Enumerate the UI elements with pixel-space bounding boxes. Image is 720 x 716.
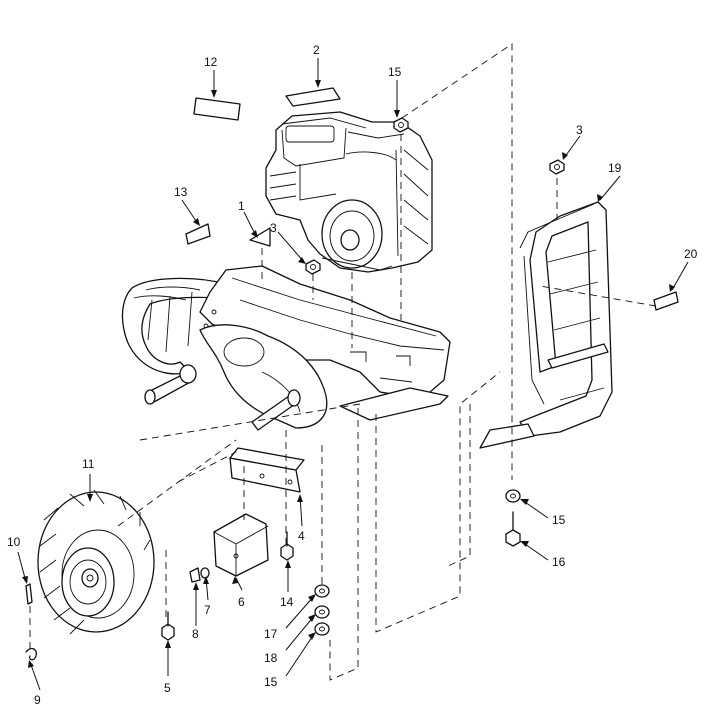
decal-2 [285, 87, 341, 107]
nut-3-right [549, 159, 565, 175]
bracket-4 [229, 447, 305, 493]
washer-18 [314, 605, 330, 619]
callout-15c: 15 [264, 675, 278, 689]
callout-5: 5 [164, 681, 171, 695]
leader-arrowheads [22, 80, 675, 668]
callout-10: 10 [7, 535, 21, 549]
callout-9: 9 [34, 693, 41, 707]
callout-16: 16 [552, 555, 566, 569]
callout-6: 6 [238, 595, 245, 609]
callout-12: 12 [204, 55, 218, 69]
callout-11: 11 [82, 457, 95, 471]
callout-13: 13 [174, 185, 188, 199]
nut-3-left [305, 259, 321, 275]
clip-9 [25, 647, 37, 661]
nut-15-stack [314, 622, 330, 636]
callout-17: 17 [264, 627, 278, 641]
weight-6 [213, 513, 269, 577]
callout-3b: 3 [576, 123, 583, 137]
nut-15-right [505, 489, 521, 503]
frame-plate [339, 387, 449, 421]
callout-2: 2 [313, 43, 320, 57]
tine-shaft [144, 364, 197, 405]
callout-19: 19 [608, 161, 622, 175]
decal-13 [185, 223, 211, 245]
callout-7: 7 [204, 603, 211, 617]
washer-7 [200, 567, 210, 579]
callout-8: 8 [192, 627, 199, 641]
assembly-lines [29, 43, 657, 681]
nut-5 [161, 611, 175, 641]
callout-1: 1 [238, 199, 245, 213]
axle-shaft [251, 389, 301, 431]
callout-18: 18 [264, 651, 278, 665]
callout-3a: 3 [270, 221, 277, 235]
bolt-16 [505, 511, 521, 547]
callout-20: 20 [684, 247, 698, 261]
callout-labels: 1 2 3 3 4 5 6 7 8 9 10 11 12 13 14 15 15… [7, 43, 698, 707]
bumper-bracket [479, 343, 609, 449]
wheel-11 [37, 489, 155, 635]
nut-17 [314, 584, 330, 598]
pin-10 [25, 583, 33, 605]
callout-14: 14 [280, 595, 294, 609]
callout-15a: 15 [388, 65, 402, 79]
decal-20 [653, 291, 679, 311]
engine [265, 111, 433, 273]
decal-1 [249, 227, 271, 247]
bolt-14 [280, 531, 294, 561]
decal-12 [193, 97, 241, 121]
callout-4: 4 [298, 529, 305, 543]
callout-15b: 15 [552, 513, 566, 527]
bumper-19 [519, 201, 613, 437]
bolt-8 [189, 567, 201, 583]
